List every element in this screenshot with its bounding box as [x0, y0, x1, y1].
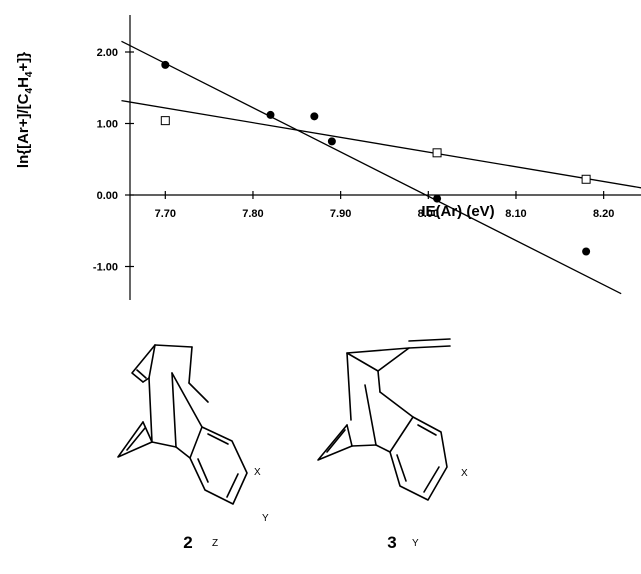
y-axis-title-sub1: 4 — [24, 87, 35, 93]
y-tick-label: 1.00 — [97, 119, 118, 131]
structure-2-drawing: X Y Z 2 — [117, 344, 269, 552]
bond — [346, 352, 352, 421]
substituent-label: Y — [412, 538, 419, 549]
data-point-circle — [310, 112, 319, 121]
bond — [375, 444, 391, 453]
substituent-label: X — [254, 467, 261, 478]
bond — [226, 473, 239, 498]
data-point-circle — [582, 247, 591, 256]
y-axis-title: ln{[Ar+]/[C4H4+]} — [15, 52, 35, 168]
fit-lines — [121, 40, 641, 295]
bond — [126, 427, 146, 451]
y-tick-label: 2.00 — [97, 47, 118, 59]
x-axis-title: IE(Ar) (eV) — [421, 203, 494, 220]
y-tick-label: -1.00 — [93, 262, 118, 274]
bond — [117, 421, 153, 458]
bond — [396, 454, 407, 482]
bond — [408, 338, 451, 342]
bond — [148, 344, 156, 379]
x-tick-label: 8.00 — [418, 208, 439, 220]
bond — [423, 466, 440, 493]
compound-label-2: 2 — [183, 533, 192, 552]
bond — [197, 458, 209, 483]
substituent-label: Z — [212, 538, 218, 549]
bond — [351, 444, 377, 447]
substituent-label: Y — [262, 513, 269, 524]
bond — [151, 441, 177, 448]
y-axis-title-sub2: 4 — [24, 71, 35, 77]
bond — [171, 372, 177, 448]
bond — [154, 344, 193, 348]
chart: 2.00 1.00 0.00 -1.00 7.70 7.80 7.90 8.00 8.10 8.2… — [15, 15, 641, 300]
chart-axes — [129, 15, 641, 300]
compound-label-3: 3 — [387, 533, 396, 552]
data-points — [160, 60, 591, 256]
data-point-square — [160, 116, 170, 126]
data-point-circle — [433, 194, 442, 203]
data-point-square — [432, 148, 442, 158]
bond — [142, 421, 153, 443]
bond — [379, 391, 414, 418]
x-tick-label: 7.70 — [155, 208, 176, 220]
x-tick-label: 7.90 — [330, 208, 351, 220]
bond — [346, 347, 410, 372]
bond — [188, 346, 193, 384]
chart-ticks: 2.00 1.00 0.00 -1.00 7.70 7.80 7.90 8.00 8.10 8.2… — [93, 47, 614, 274]
bond — [408, 345, 451, 349]
y-axis-title-mid: H — [15, 77, 32, 88]
x-tick-label: 7.80 — [242, 208, 263, 220]
bond — [377, 370, 381, 393]
data-point-circle — [266, 110, 275, 119]
y-axis-title-post: +]} — [15, 52, 32, 72]
y-tick-label: 0.00 — [97, 190, 118, 202]
substituent-label: X — [461, 468, 468, 479]
bond — [171, 372, 203, 428]
data-point-circle — [161, 60, 170, 69]
fit-line — [121, 99, 641, 189]
bond — [417, 424, 437, 436]
bond — [317, 424, 353, 461]
bond — [148, 377, 153, 443]
fit-line — [121, 40, 622, 295]
bond — [188, 382, 209, 403]
bond — [207, 433, 229, 445]
bond — [364, 384, 377, 446]
data-point-circle — [327, 137, 336, 146]
x-tick-label: 8.20 — [593, 208, 614, 220]
bond — [131, 344, 156, 383]
data-point-square — [581, 174, 591, 184]
bond — [175, 446, 191, 459]
structure-3-drawing: X Y 3 — [317, 338, 468, 552]
bond — [142, 377, 150, 383]
bond — [346, 424, 353, 447]
x-tick-label: 8.10 — [505, 208, 526, 220]
y-axis-title-pre: ln{[Ar+]/[C — [15, 93, 32, 168]
bond — [326, 429, 346, 453]
bond — [136, 369, 147, 379]
